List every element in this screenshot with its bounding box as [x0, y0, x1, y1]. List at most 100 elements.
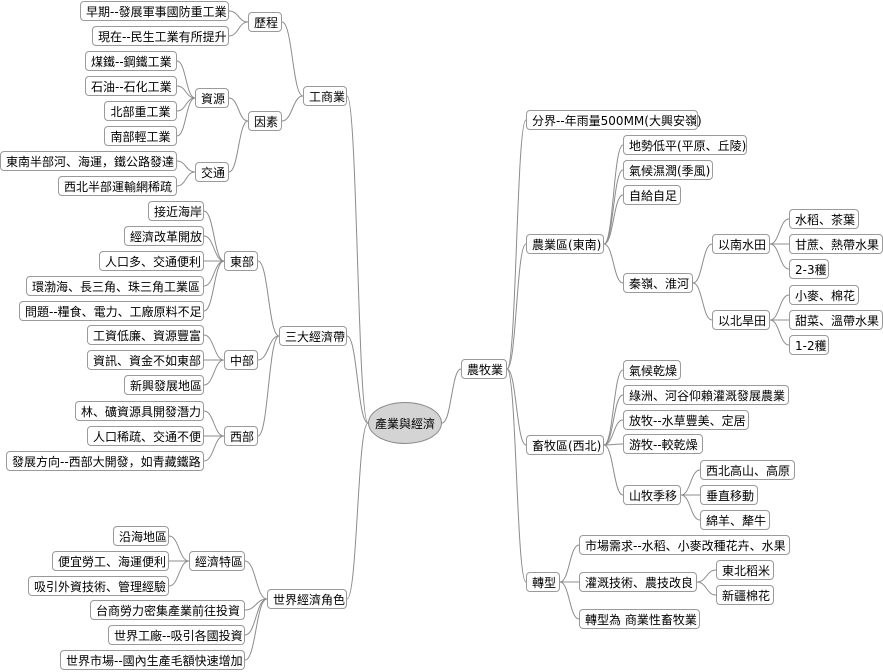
connector-node-zx	[506, 368, 527, 583]
node-ns3[interactable]: 2-3穫	[789, 259, 829, 279]
connector-node-zy1	[176, 60, 196, 99]
node-bh1[interactable]: 小麥、棉花	[789, 285, 859, 305]
connector-node-zx1	[559, 544, 580, 583]
node-zb3[interactable]: 新興發展地區	[124, 375, 204, 395]
connector-node-ny	[506, 243, 527, 370]
connector-node-sd	[346, 335, 369, 424]
node-xb1[interactable]: 林、礦資源具開發潛力	[75, 401, 204, 421]
node-db[interactable]: 東部	[224, 251, 258, 271]
node-zx[interactable]: 轉型	[526, 572, 560, 592]
node-ns[interactable]: 以南水田	[712, 234, 770, 254]
node-sm2[interactable]: 垂直移動	[700, 485, 758, 505]
connector-node-jt2	[176, 171, 196, 187]
connector-node-jt1	[176, 160, 196, 173]
node-zy[interactable]: 資源	[195, 88, 229, 108]
node-ny[interactable]: 農業區(東南)	[526, 234, 604, 254]
node-sj1[interactable]: 台商勞力密集產業前往投資	[90, 600, 245, 620]
connector-node-jj1	[168, 535, 190, 562]
connector-node-zx3	[559, 581, 580, 620]
connector-node-nm	[441, 368, 462, 424]
node-ny3[interactable]: 自給自足	[623, 185, 681, 205]
node-zb1[interactable]: 工資低廉、資源豐富	[87, 325, 204, 345]
connector-node-ns1	[769, 218, 790, 245]
node-ny2[interactable]: 氣候濕潤(季風)	[623, 160, 713, 180]
connector-node-gsy	[346, 95, 369, 424]
node-bh3[interactable]: 1-2穫	[789, 335, 829, 355]
node-nm[interactable]: 農牧業	[461, 359, 507, 379]
node-db2[interactable]: 經濟改革開放	[124, 226, 204, 246]
node-gg2[interactable]: 新疆棉花	[716, 585, 774, 605]
connector-node-xm3	[603, 419, 624, 446]
node-zy3[interactable]: 北部重工業	[104, 101, 177, 121]
node-sm[interactable]: 山牧季移	[623, 485, 681, 505]
node-sj2[interactable]: 世界工廠--吸引各國投資	[108, 625, 245, 645]
connector-node-xb3	[203, 435, 225, 462]
node-jt1[interactable]: 東南半部河、海運，鐵公路發達	[0, 151, 177, 171]
connector-node-db2	[203, 235, 225, 262]
node-ls[interactable]: 歷程	[248, 12, 282, 32]
node-ny1[interactable]: 地勢低平(平原、丘陵)	[623, 135, 747, 155]
node-jj3[interactable]: 吸引外資技術、管理經驗	[28, 576, 169, 596]
node-gg[interactable]: 灌溉技術、農技改良	[579, 572, 697, 592]
node-zb2[interactable]: 資訊、資金不如東部	[87, 350, 204, 370]
root-node[interactable]: 產業與經濟	[368, 402, 442, 444]
connector-node-bh	[692, 282, 713, 321]
node-sm3[interactable]: 綿羊、犛牛	[700, 510, 770, 530]
connector-node-ls	[281, 21, 304, 97]
node-xm1[interactable]: 氣候乾燥	[623, 360, 681, 380]
node-ls2[interactable]: 現在--民生工業有所提升	[92, 26, 229, 46]
node-db1[interactable]: 接近海岸	[148, 201, 204, 221]
node-sd[interactable]: 三大經濟帶	[279, 326, 347, 346]
connector-node-fj	[506, 119, 527, 370]
node-sm1[interactable]: 西北高山、高原	[700, 460, 795, 480]
node-jj2[interactable]: 便宜勞工、海運便利	[52, 551, 169, 571]
connector-node-ls1	[228, 10, 249, 23]
node-bh[interactable]: 以北旱田	[712, 310, 770, 330]
connector-node-ny1	[603, 144, 624, 245]
connector-node-jj	[244, 560, 268, 600]
node-zy2[interactable]: 石油--石化工業	[85, 76, 177, 96]
connector-node-db	[257, 260, 280, 337]
node-jt2[interactable]: 西北半部運輸網稀疏	[58, 176, 177, 196]
node-zx1[interactable]: 市場需求--水稻、小麥改種花卉、水果	[579, 535, 790, 555]
node-ys[interactable]: 因素	[248, 111, 282, 131]
node-xm[interactable]: 畜牧區(西北)	[526, 435, 604, 455]
node-xm4[interactable]: 游牧--較乾燥	[623, 434, 703, 454]
connector-node-gg2	[696, 581, 717, 596]
node-xm2[interactable]: 綠洲、河谷仰賴灌溉發展農業	[623, 385, 789, 405]
connector-node-bh3	[769, 319, 790, 346]
node-db5[interactable]: 問題--糧食、電力、工廠原料不足	[19, 301, 204, 321]
node-db3[interactable]: 人口多、交通便利	[99, 251, 204, 271]
node-jj[interactable]: 經濟特區	[189, 551, 245, 571]
node-xb2[interactable]: 人口稀疏、交通不便	[87, 426, 204, 446]
connector-node-xm2	[603, 394, 624, 446]
connector-node-zy4	[176, 97, 196, 137]
node-gsy[interactable]: 工商業	[303, 86, 347, 106]
connector-node-zb3	[203, 359, 225, 386]
connector-node-gg1	[696, 569, 717, 583]
node-zb[interactable]: 中部	[224, 350, 258, 370]
node-sj3[interactable]: 世界市場--國內生產毛額快速增加	[60, 650, 245, 670]
node-xb[interactable]: 西部	[224, 426, 258, 446]
node-zx3[interactable]: 轉型為 商業性畜牧業	[579, 609, 700, 629]
node-zy4[interactable]: 南部輕工業	[104, 126, 177, 146]
node-qh[interactable]: 秦嶺、淮河	[623, 273, 693, 293]
node-fj[interactable]: 分界--年雨量500MM(大興安嶺)	[526, 110, 702, 130]
node-ls1[interactable]: 早期--發展軍事國防重工業	[80, 1, 229, 21]
node-xb3[interactable]: 發展方向--西部大開發，如青藏鐵路	[6, 451, 204, 471]
node-db4[interactable]: 環渤海、長三角、珠三角工業區	[26, 276, 204, 296]
node-jt[interactable]: 交通	[195, 162, 229, 182]
connector-node-qh	[603, 243, 624, 284]
node-bh2[interactable]: 甜菜、溫帶水果	[789, 310, 883, 330]
node-zy1[interactable]: 煤鐵--鋼鐵工業	[85, 51, 177, 71]
connector-node-sj	[346, 422, 369, 600]
connector-node-xb	[257, 335, 280, 437]
node-sj[interactable]: 世界經濟角色	[267, 589, 347, 609]
node-ns1[interactable]: 水稻、茶葉	[789, 209, 859, 229]
node-jj1[interactable]: 沿海地區	[113, 526, 169, 546]
node-ns2[interactable]: 甘蔗、熱帶水果	[789, 234, 883, 254]
node-xm3[interactable]: 放牧--水草豐美、定居	[623, 410, 749, 430]
node-gg1[interactable]: 東北稻米	[716, 560, 774, 580]
